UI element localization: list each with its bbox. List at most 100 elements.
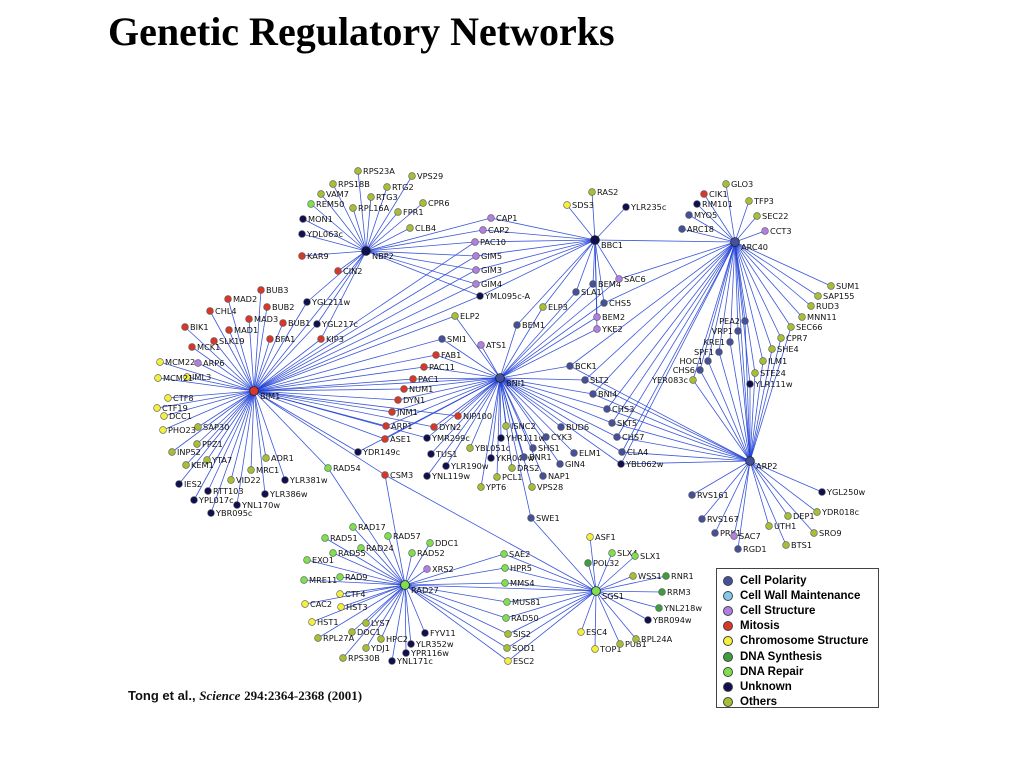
gene-marker: [337, 603, 345, 611]
edge-ygl211w-nbp2: [306, 250, 367, 303]
edge-pac10-bbc1: [474, 239, 596, 243]
gene-marker: [190, 496, 198, 504]
gene-marker: [329, 180, 337, 188]
edge-yml095c-a-bbc1: [479, 239, 596, 297]
edge-hoc1-arc40: [707, 241, 736, 362]
gene-node-glo3: GLO3: [722, 179, 753, 189]
gene-marker: [383, 183, 391, 191]
gene-marker: [183, 373, 191, 381]
gene-label: ARC18: [687, 224, 714, 234]
edge-sod1-rad27: [404, 584, 508, 649]
gene-node-clb4: CLB4: [406, 223, 436, 233]
gene-marker: [266, 335, 274, 343]
edge-rtg2-nbp2: [365, 186, 388, 252]
gene-node-bik1: BIK1: [181, 322, 209, 332]
edge-slt2-arp2: [584, 379, 751, 462]
gene-node-rrm3: RRM3: [658, 587, 691, 597]
edge-vps29-nbp2: [365, 175, 413, 252]
edge-sac7-arp2: [733, 460, 751, 537]
edge-bem1-bbc1: [516, 239, 596, 326]
legend-label: Cell Polarity: [740, 574, 807, 587]
gene-label: ESC4: [586, 627, 607, 637]
gene-marker: [591, 645, 599, 653]
edge-bem4-bbc1: [592, 239, 596, 285]
legend-item: Cell Structure: [723, 603, 872, 618]
gene-node-smi1: SMI1: [438, 334, 467, 344]
gene-label: PUB1: [625, 639, 647, 649]
gene-label: YKE2: [601, 324, 623, 334]
edge-sla1-bbc1: [575, 239, 596, 293]
gene-marker: [193, 440, 201, 448]
gene-label: SOD1: [512, 643, 535, 653]
gene-node-kre1: KRE1: [704, 337, 734, 347]
edge-lys7-rad27: [365, 584, 406, 624]
edge-bbc1-arc40: [594, 239, 736, 243]
edge-sec66-arp2: [749, 326, 792, 462]
edge-chs5-arc40: [603, 241, 736, 304]
gene-node-sds3: SDS3: [563, 200, 594, 210]
gene-label: KRE1: [704, 337, 725, 347]
edge-rpl24a-sgs1: [595, 590, 637, 640]
gene-node-mon1: MON1: [299, 214, 333, 224]
gene-node-jnm1: JNM1: [388, 407, 418, 417]
edge-bni4-arp2: [592, 393, 751, 462]
gene-label: DDC1: [435, 538, 459, 548]
gene-marker: [617, 460, 625, 468]
gene-label: SLX1: [640, 551, 661, 561]
gene-node-ydj1: YDJ1: [362, 643, 390, 653]
gene-marker: [784, 512, 792, 520]
edge-fab1-bni1: [435, 354, 501, 379]
gene-marker: [513, 321, 521, 329]
edge-ydj1-rad27: [365, 584, 406, 649]
edge-bfa1-bim1: [253, 338, 271, 392]
gene-label: PRK1: [720, 528, 741, 538]
gene-node-rtg2: RTG2: [383, 182, 414, 192]
gene-label: RNR1: [671, 571, 694, 581]
gene-marker: [487, 214, 495, 222]
gene-label: MRC1: [256, 465, 279, 475]
edge-wss1-sgs1: [595, 575, 634, 592]
gene-node-gim5: GIM5: [472, 251, 502, 261]
edge-rvs167-arp2: [701, 460, 751, 520]
edge-mon1-nbp2: [302, 218, 367, 252]
gene-label: GIM3: [481, 265, 502, 275]
gene-node-cik1: CIK1: [700, 189, 728, 199]
gene-node-rem50: REM50: [307, 199, 344, 209]
edge-vid22-bim1: [230, 390, 255, 481]
gene-label: TUS1: [435, 449, 457, 459]
gene-node-rad51: RAD51: [321, 533, 358, 543]
edge-cla4-bni1: [499, 377, 623, 453]
edge-nbp2-bim1: [253, 250, 367, 392]
gene-node-ats1: ATS1: [477, 340, 506, 350]
hub-marker: [730, 237, 740, 247]
gene-node-mck1: MCK1: [188, 342, 220, 352]
edge-ynl119w-bni1: [426, 377, 501, 477]
gene-marker: [529, 444, 537, 452]
gene-node-hoc1: HOC1: [679, 356, 712, 366]
edge-slk19-bim1: [213, 340, 255, 392]
gene-marker: [321, 534, 329, 542]
edge-slt2-bni1: [499, 377, 586, 381]
gene-node-isnc2: ISNC2: [502, 421, 536, 431]
gene-marker: [336, 573, 344, 581]
gene-label: VRP1: [712, 326, 733, 336]
edge-gim3-nbp2: [365, 250, 477, 271]
gene-node-ypr116w: YPR116w: [402, 648, 449, 658]
gene-label: CLB4: [415, 223, 436, 233]
gene-marker: [700, 190, 708, 198]
gene-marker: [438, 335, 446, 343]
gene-node-tus1: TUS1: [427, 449, 457, 459]
gene-node-ylr235c: YLR235c: [622, 202, 666, 212]
gene-label: JNM1: [396, 407, 418, 417]
gene-node-drs2: DRS2: [508, 463, 539, 473]
edge-rim101-arc40: [696, 203, 736, 243]
legend-label: Chromosome Structure: [740, 635, 869, 648]
gene-node-exo1: EXO1: [303, 555, 334, 565]
gene-node-ylr190w: YLR190w: [442, 461, 489, 471]
gene-label: BEM2: [602, 312, 625, 322]
gene-node-ynl119w: YNL119w: [423, 471, 470, 481]
gene-marker: [225, 326, 233, 334]
edge-gim3-bim1: [253, 269, 477, 392]
